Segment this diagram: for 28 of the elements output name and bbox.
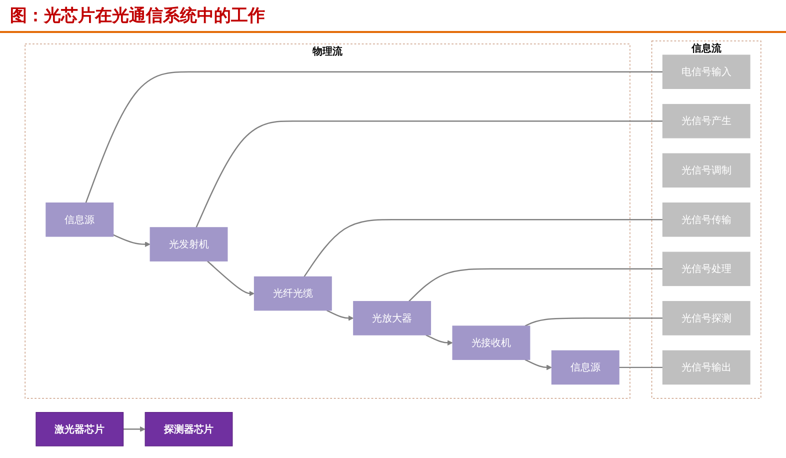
arrow: [326, 309, 354, 320]
diagram-title: 图：光芯片在光通信系统中的工作: [0, 0, 786, 33]
connector: [85, 70, 663, 203]
node-box: 光信号探测: [662, 300, 750, 335]
arrow: [426, 334, 453, 346]
node-box: 电信号输入: [662, 54, 750, 88]
node-box: 激光器芯片: [36, 412, 124, 446]
arrow: [524, 358, 552, 370]
node-box: 光信号传输: [662, 202, 750, 236]
arrow: [113, 234, 150, 247]
connector: [408, 268, 663, 302]
connector: [524, 317, 663, 326]
connector: [304, 218, 663, 277]
node-box: 光信号处理: [662, 251, 750, 286]
connector: [619, 366, 663, 368]
node-box: 光纤光缆: [254, 276, 332, 310]
node-box: 探测器芯片: [144, 412, 233, 446]
node-box: 光信号产生: [662, 103, 750, 138]
connector: [196, 120, 663, 228]
node-box: 光信号调制: [662, 152, 750, 188]
arrow: [123, 426, 146, 432]
node-box: 光接收机: [452, 325, 530, 360]
node-box: 信息源: [46, 202, 114, 236]
node-box: 光信号输出: [662, 350, 750, 384]
node-box: 光放大器: [353, 300, 432, 335]
node-box: 光发射机: [150, 226, 228, 261]
arrow: [207, 260, 254, 296]
node-box: 信息源: [551, 350, 620, 384]
